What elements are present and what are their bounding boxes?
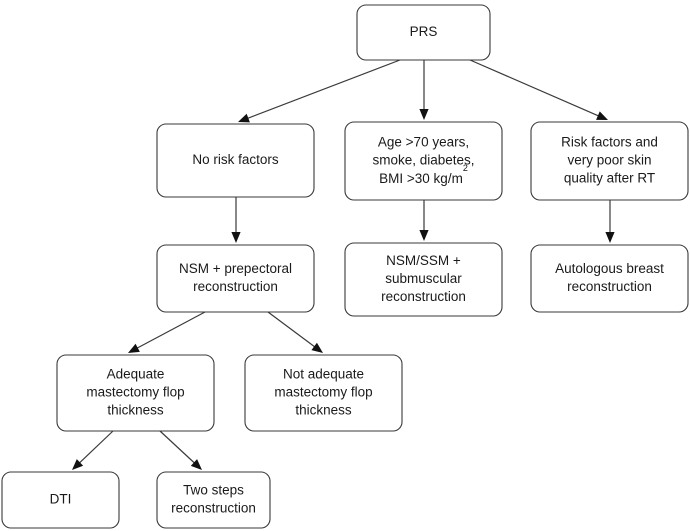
node-label-autologous-breast-reconstruction-line-2: reconstruction bbox=[567, 279, 652, 294]
node-label-two-steps-reconstruction-line-1: Two steps bbox=[183, 483, 244, 498]
node-label-adequate-mastectomy-flop-thickness-line-3: thickness bbox=[107, 403, 164, 418]
edge-nsm-prepectoral-to-not-adequate-arrowhead bbox=[311, 342, 323, 353]
edge-nsm-prepectoral-to-adequate-arrowhead bbox=[128, 343, 140, 353]
node-prs: PRS bbox=[356, 4, 491, 61]
edge-no-risk-factors-to-nsm-prepectoral bbox=[231, 197, 241, 243]
node-label-age-smoke-diabetes-bmi-line-2: smoke, diabetes, bbox=[372, 153, 474, 168]
node-no-risk-factors: No risk factors bbox=[156, 123, 315, 198]
node-label-nsm-ssm-submuscular-reconstruction-line-1: NSM/SSM + bbox=[386, 253, 461, 268]
node-box-nsm-ssm-submuscular-reconstruction bbox=[344, 242, 503, 317]
node-label-adequate-mastectomy-flop-thickness-line-2: mastectomy flop bbox=[86, 385, 184, 400]
edge-nsm-prepectoral-to-adequate-line bbox=[135, 311, 206, 350]
node-box-age-smoke-diabetes-bmi bbox=[344, 121, 503, 201]
edge-nsm-prepectoral-to-not-adequate bbox=[267, 311, 323, 353]
node-label-adequate-mastectomy-flop-thickness-line-1: Adequate bbox=[107, 367, 165, 382]
edge-nsm-prepectoral-to-adequate bbox=[128, 311, 206, 353]
edge-adequate-to-dti-line bbox=[78, 430, 114, 465]
node-label-risk-factors-poor-skin-line-2: very poor skin bbox=[567, 153, 651, 168]
node-label-nsm-prepectoral-reconstruction-line-1: NSM + prepectoral bbox=[179, 261, 292, 276]
node-label-two-steps-reconstruction-line-2: reconstruction bbox=[171, 501, 256, 516]
node-age-smoke-diabetes-bmi: Age >70 years, smoke, diabetes,BMI >30 kg… bbox=[344, 121, 503, 201]
node-label-age-smoke-diabetes-bmi-line-1: Age >70 years, bbox=[378, 135, 469, 150]
edge-risk-factors-to-autologous-arrowhead bbox=[605, 232, 615, 243]
node-label-nsm-prepectoral-reconstruction-line-2: reconstruction bbox=[193, 279, 278, 294]
node-box-not-adequate-mastectomy-flop-thickness bbox=[244, 354, 403, 432]
edges-layer bbox=[72, 59, 615, 470]
edge-age-to-nsm-ssm-submuscular bbox=[419, 200, 429, 241]
edge-prs-to-risk-factors-poor-skin-line bbox=[469, 59, 600, 117]
edge-age-to-nsm-ssm-submuscular-arrowhead bbox=[419, 230, 429, 241]
node-box-two-steps-reconstruction bbox=[156, 471, 271, 529]
node-adequate-mastectomy-flop-thickness: Adequate mastectomy flop thickness bbox=[56, 354, 215, 432]
node-label-risk-factors-poor-skin-line-3: quality after RT bbox=[564, 171, 655, 186]
node-box-adequate-mastectomy-flop-thickness bbox=[56, 354, 215, 432]
node-label-no-risk-factors-line-1: No risk factors bbox=[192, 152, 279, 167]
node-label-dti-line-1: DTI bbox=[50, 492, 72, 507]
edge-prs-to-age-smoke-diabetes-bmi-arrowhead bbox=[419, 109, 429, 120]
node-dti: DTI bbox=[1, 471, 120, 529]
edge-prs-to-risk-factors-poor-skin bbox=[469, 59, 608, 120]
node-label-not-adequate-mastectomy-flop-thickness-line-3: thickness bbox=[295, 403, 352, 418]
nodes-layer: PRS No risk factors Age >70 years, smoke, d… bbox=[1, 4, 689, 529]
node-label-nsm-ssm-submuscular-reconstruction-line-3: reconstruction bbox=[381, 289, 466, 304]
node-label-not-adequate-mastectomy-flop-thickness-line-2: mastectomy flop bbox=[274, 385, 372, 400]
edge-prs-to-no-risk-factors-arrowhead bbox=[238, 113, 250, 123]
node-box-risk-factors-poor-skin bbox=[530, 121, 689, 201]
edge-adequate-to-two-steps bbox=[159, 430, 202, 470]
node-two-steps-reconstruction: Two steps reconstruction bbox=[156, 471, 271, 529]
node-risk-factors-poor-skin: Risk factors and very poor skin quality af… bbox=[530, 121, 689, 201]
edge-adequate-to-two-steps-arrowhead bbox=[190, 459, 202, 470]
edge-nsm-prepectoral-to-not-adequate-line bbox=[267, 311, 317, 349]
node-label-age-smoke-diabetes-bmi-line-3: BMI >30 kg/m2 bbox=[379, 163, 468, 185]
node-label-not-adequate-mastectomy-flop-thickness-line-1: Not adequate bbox=[283, 367, 364, 382]
node-nsm-prepectoral-reconstruction: NSM + prepectoral reconstruction bbox=[156, 244, 315, 313]
node-box-dti bbox=[1, 471, 120, 529]
edge-prs-to-risk-factors-poor-skin-arrowhead bbox=[596, 111, 608, 120]
node-box-prs bbox=[356, 4, 491, 61]
edge-prs-to-no-risk-factors-line bbox=[246, 59, 401, 120]
node-box-autologous-breast-reconstruction bbox=[530, 244, 689, 313]
edge-no-risk-factors-to-nsm-prepectoral-arrowhead bbox=[231, 232, 241, 243]
node-box-nsm-prepectoral-reconstruction bbox=[156, 244, 315, 313]
edge-adequate-to-dti-arrowhead bbox=[72, 459, 84, 470]
edge-risk-factors-to-autologous bbox=[605, 200, 615, 243]
edge-adequate-to-dti bbox=[72, 430, 114, 470]
edge-adequate-to-two-steps-line bbox=[159, 430, 196, 465]
edge-prs-to-age-smoke-diabetes-bmi bbox=[419, 60, 429, 120]
node-nsm-ssm-submuscular-reconstruction: NSM/SSM + submuscular reconstruction bbox=[344, 242, 503, 317]
node-autologous-breast-reconstruction: Autologous breast reconstruction bbox=[530, 244, 689, 313]
node-label-autologous-breast-reconstruction-line-1: Autologous breast bbox=[555, 261, 664, 276]
edge-prs-to-no-risk-factors bbox=[238, 59, 401, 123]
node-label-prs-line-1: PRS bbox=[410, 24, 438, 39]
node-label-risk-factors-poor-skin-line-1: Risk factors and bbox=[561, 135, 658, 150]
node-box-no-risk-factors bbox=[156, 123, 315, 198]
node-label-nsm-ssm-submuscular-reconstruction-line-2: submuscular bbox=[385, 271, 462, 286]
node-not-adequate-mastectomy-flop-thickness: Not adequate mastectomy flop thickness bbox=[244, 354, 403, 432]
